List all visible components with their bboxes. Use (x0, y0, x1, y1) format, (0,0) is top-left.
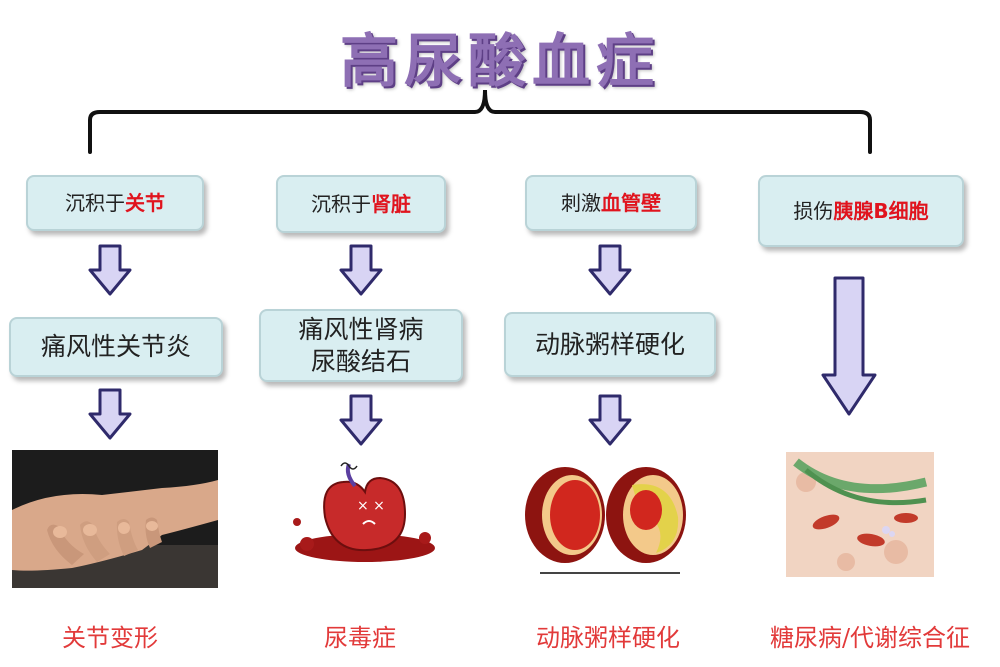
down-arrow-icon (588, 394, 632, 446)
svg-text:× ×: × × (357, 498, 385, 514)
artery-cross-section-image (525, 467, 686, 574)
effect-box-atherosclerosis: 动脉粥样硬化 (504, 312, 716, 377)
down-arrow-icon (339, 394, 383, 446)
caption-joint-deformity: 关节变形 (62, 624, 158, 652)
page-title: 高尿酸血症 (339, 27, 660, 95)
cause-prefix: 刺激 (561, 190, 601, 215)
down-arrow-icon (588, 244, 632, 296)
effect-line: 尿酸结石 (310, 346, 411, 376)
cause-highlight: 肾脏 (371, 191, 411, 216)
down-arrow-icon (88, 244, 132, 296)
caption-diabetes-metabolic-syndrome: 糖尿病/代谢综合征 (769, 624, 971, 652)
cause-prefix: 损伤 (793, 198, 834, 223)
effect-line: 痛风性肾病 (298, 315, 424, 345)
cause-box-pancreatic-b-cells: 损伤胰腺B细胞 (758, 175, 964, 247)
caption-uremia: 尿毒症 (324, 624, 396, 652)
down-arrow-icon (821, 276, 877, 416)
effect-box-gouty-nephropathy: 痛风性肾病 尿酸结石 (259, 309, 463, 382)
damaged-kidney-image: × × (293, 462, 435, 562)
effect-line: 动脉粥样硬化 (534, 329, 685, 359)
down-arrow-icon (339, 244, 383, 296)
blood-vessel-cells-image (786, 452, 934, 577)
effect-line: 痛风性关节炎 (40, 332, 191, 362)
cause-prefix: 沉积于 (311, 191, 371, 216)
caption-atherosclerosis: 动脉粥样硬化 (536, 624, 680, 652)
effect-box-gouty-arthritis: 痛风性关节炎 (9, 317, 223, 377)
cause-highlight: 胰腺B细胞 (833, 198, 929, 223)
cause-box-joint: 沉积于关节 (26, 175, 204, 231)
branch-brace (88, 89, 872, 154)
deformed-hand-image (12, 450, 218, 588)
cause-box-kidney: 沉积于肾脏 (276, 175, 446, 233)
down-arrow-icon (88, 388, 132, 440)
cause-box-vessel-wall: 刺激血管壁 (525, 175, 697, 231)
cause-highlight: 关节 (125, 190, 165, 215)
cause-prefix: 沉积于 (65, 190, 125, 215)
cause-highlight: 血管壁 (601, 190, 661, 215)
